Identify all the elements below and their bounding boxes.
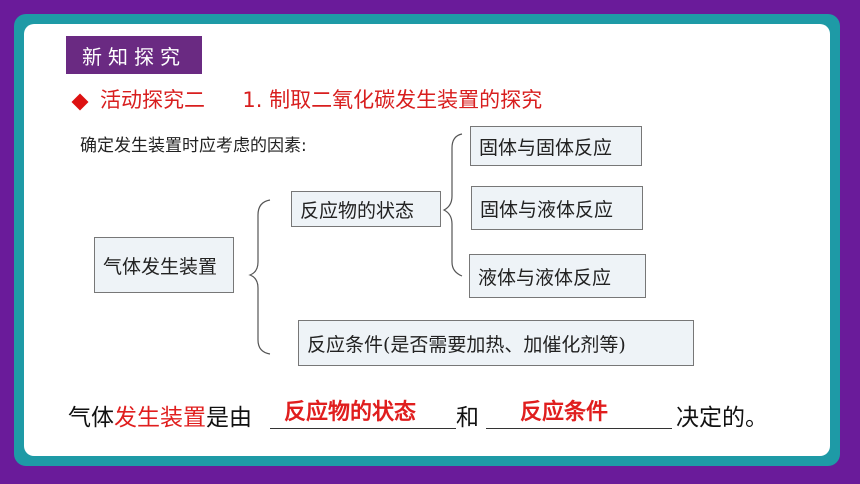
activity-title: 1. 制取二氧化碳发生装置的探究 <box>242 88 543 112</box>
conclusion-highlight: 发生装置 <box>114 405 206 431</box>
liquid-liquid-box: 液体与液体反应 <box>469 254 646 298</box>
conclusion-text: 气体发生装置是由 <box>68 398 252 432</box>
factors-text: 确定发生装置时应考虑的因素: <box>80 136 307 156</box>
answer1-blank <box>270 428 456 429</box>
conclusion-part1: 气体 <box>68 405 114 431</box>
conclusion-part2: 是由 <box>206 405 252 431</box>
answer2-blank <box>486 428 672 429</box>
activity-label: 活动探究二 <box>100 88 205 112</box>
conclusion-conj: 和 <box>456 405 479 431</box>
sub-heading: 活动探究二 1. 制取二氧化碳发生装置的探究 <box>100 84 542 114</box>
conditions-box: 反应条件(是否需要加热、加催化剂等) <box>298 320 694 366</box>
answer1-text: 反应物的状态 <box>284 400 417 425</box>
gas-generator-box: 气体发生装置 <box>94 237 234 293</box>
answer2-text: 反应条件 <box>520 400 609 425</box>
section-badge: 新知探究 <box>66 36 202 74</box>
conclusion-end: 决定的。 <box>676 405 768 431</box>
solid-solid-box: 固体与固体反应 <box>470 126 642 166</box>
solid-liquid-box: 固体与液体反应 <box>471 186 643 230</box>
reactant-state-box: 反应物的状态 <box>291 191 441 227</box>
